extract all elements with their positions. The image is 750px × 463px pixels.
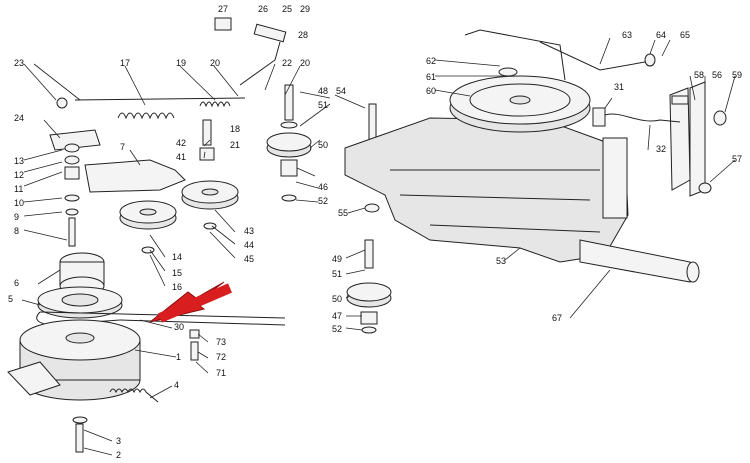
part-label: 21: [230, 140, 241, 150]
part-label: 6: [14, 278, 20, 288]
part-label: 27: [218, 4, 229, 14]
part-label: 12: [14, 170, 25, 180]
part-label: 22: [282, 58, 293, 68]
part-label: 9: [14, 212, 20, 222]
tension-spring-top: [117, 112, 175, 120]
part-label: 50: [318, 140, 329, 150]
part-label: 10: [14, 198, 25, 208]
part-label: 63: [622, 30, 633, 40]
part-label: 73: [216, 337, 227, 347]
part-label: 15: [172, 268, 183, 278]
part-label: 16: [172, 282, 183, 292]
axle: [579, 239, 691, 283]
part-label: 23: [14, 58, 25, 68]
transaxle-housing: [344, 117, 629, 263]
lever-arm: [239, 41, 281, 86]
part-label: 59: [732, 70, 743, 80]
part-label: 45: [244, 254, 255, 264]
cable-rod: [74, 97, 246, 101]
small-bracket: [49, 129, 101, 151]
idler-bracket: [84, 159, 186, 193]
part-label: 41: [176, 152, 187, 162]
part-label: 7: [120, 142, 126, 152]
part-label: 32: [656, 144, 667, 154]
part-label: 4: [174, 380, 180, 390]
part-label: 57: [732, 154, 743, 164]
part-label: 30: [174, 322, 185, 332]
part-label: 24: [14, 113, 25, 123]
part-label: 56: [712, 70, 723, 80]
pin: [253, 23, 287, 43]
part-label: 3: [116, 436, 122, 446]
part-label: 19: [176, 58, 187, 68]
part-label: 29: [300, 4, 311, 14]
part-label: 1: [176, 352, 182, 362]
part-label: 18: [230, 124, 241, 134]
part-label: 51: [332, 269, 343, 279]
part-label: 52: [332, 324, 343, 334]
part-label: 26: [258, 4, 269, 14]
part-label: 20: [300, 58, 311, 68]
part-label: 65: [680, 30, 691, 40]
part-label: 49: [332, 254, 343, 264]
bolt-head: [214, 17, 232, 31]
part-label: 71: [216, 368, 227, 378]
part-label: 50: [332, 294, 343, 304]
part-label: 64: [656, 30, 667, 40]
ball-joint: [56, 97, 68, 109]
part-label: 51: [318, 100, 329, 110]
bypass-rod: [464, 29, 646, 81]
part-label: 48: [318, 86, 329, 96]
part-label: 72: [216, 352, 227, 362]
transaxle-bracket: [602, 137, 628, 219]
part-label: 61: [426, 72, 437, 82]
part-label: 52: [318, 196, 329, 206]
part-label: 53: [496, 256, 507, 266]
part-label: 20: [210, 58, 221, 68]
tension-spring-mid: [199, 101, 231, 108]
part-label: 42: [176, 138, 187, 148]
part-label: 58: [694, 70, 705, 80]
part-label: 28: [298, 30, 309, 40]
part-label: 54: [336, 86, 347, 96]
part-label: 2: [116, 450, 122, 460]
part-label: 43: [244, 226, 255, 236]
part-label: 5: [8, 294, 14, 304]
part-label: 47: [332, 311, 343, 321]
part-label: 31: [614, 82, 625, 92]
part-label: 17: [120, 58, 131, 68]
part-label: 14: [172, 252, 183, 262]
part-label: 13: [14, 156, 25, 166]
part-label: 11: [14, 184, 24, 194]
part-label: 60: [426, 86, 437, 96]
part-label: 55: [338, 208, 349, 218]
part-label: 62: [426, 56, 437, 66]
part-label: 44: [244, 240, 255, 250]
part-label: 67: [552, 313, 563, 323]
part-label: 8: [14, 226, 20, 236]
part-label: 46: [318, 182, 329, 192]
part-label: 25: [282, 4, 293, 14]
